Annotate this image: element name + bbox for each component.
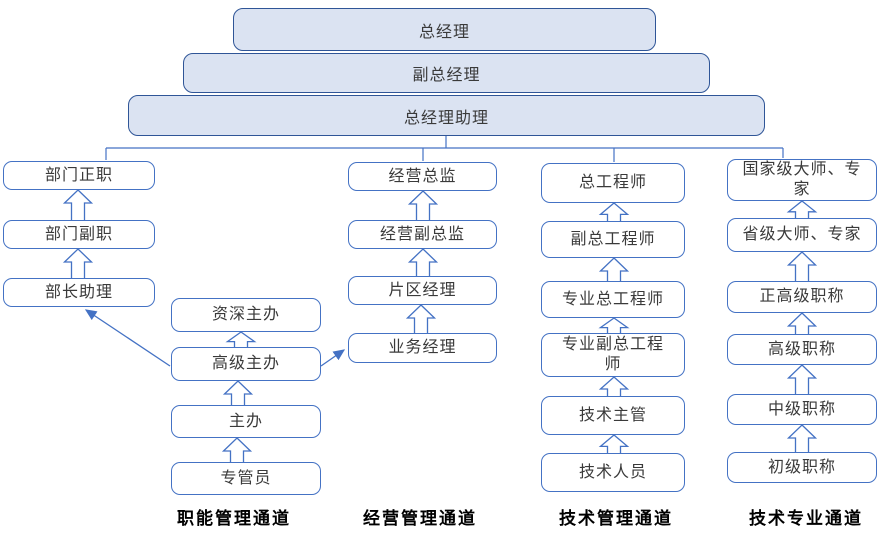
career-level-box: 技术主管 [541, 396, 685, 435]
promotion-up-arrow-icon [405, 304, 437, 335]
promotion-up-arrow-icon [62, 189, 94, 222]
career-level-box: 副总工程师 [541, 221, 685, 258]
career-level-box: 部门正职 [3, 161, 155, 190]
pyramid-level-box: 总经理助理 [128, 95, 765, 136]
promotion-up-arrow-icon [598, 257, 630, 283]
promotion-up-arrow-icon [786, 364, 818, 396]
promotion-up-arrow-icon [222, 380, 254, 407]
career-level-box: 片区经理 [348, 276, 497, 305]
career-level-box: 专管员 [171, 462, 321, 495]
promotion-up-arrow-icon [62, 248, 94, 280]
channel-label: 技术专业通道 [749, 509, 863, 528]
cross-channel-arrow-icon [84, 309, 171, 367]
channel-label: 职能管理通道 [177, 509, 291, 528]
promotion-up-arrow-icon [598, 434, 630, 455]
career-level-box: 技术人员 [541, 453, 685, 492]
promotion-up-arrow-icon [598, 376, 630, 398]
channel-label: 经营管理通道 [363, 509, 477, 528]
promotion-up-arrow-icon [786, 424, 818, 454]
career-level-box: 中级职称 [727, 394, 877, 425]
career-level-box: 初级职称 [727, 452, 877, 483]
career-level-box: 主办 [171, 405, 321, 438]
career-level-box: 经营副总监 [348, 220, 497, 249]
promotion-up-arrow-icon [407, 190, 439, 222]
promotion-up-arrow-icon [221, 437, 253, 464]
pyramid-level-box: 总经理 [233, 8, 656, 51]
career-level-box: 专业总工程师 [541, 281, 685, 318]
career-level-box: 经营总监 [348, 162, 497, 191]
promotion-up-arrow-icon [598, 202, 630, 223]
career-level-box: 部长助理 [3, 278, 155, 307]
cross-channel-arrow-icon [320, 349, 346, 367]
promotion-up-arrow-icon [598, 317, 630, 335]
career-level-box: 业务经理 [348, 333, 497, 363]
career-level-box: 总工程师 [541, 163, 685, 203]
promotion-up-arrow-icon [786, 251, 818, 283]
career-level-box: 高级职称 [727, 334, 877, 365]
career-level-box: 资深主办 [171, 298, 321, 332]
career-level-box: 部门副职 [3, 220, 155, 249]
promotion-up-arrow-icon [786, 312, 818, 336]
career-level-box: 专业副总工程 师 [541, 333, 685, 377]
career-level-box: 高级主办 [171, 347, 321, 381]
career-level-box: 国家级大师、专 家 [727, 159, 877, 201]
career-level-box: 省级大师、专家 [727, 218, 877, 252]
pyramid-level-box: 副总经理 [183, 53, 710, 93]
channel-label: 技术管理通道 [559, 509, 673, 528]
promotion-up-arrow-icon [225, 331, 257, 349]
career-level-box: 正高级职称 [727, 281, 877, 313]
promotion-up-arrow-icon [786, 200, 818, 220]
promotion-up-arrow-icon [407, 248, 439, 278]
